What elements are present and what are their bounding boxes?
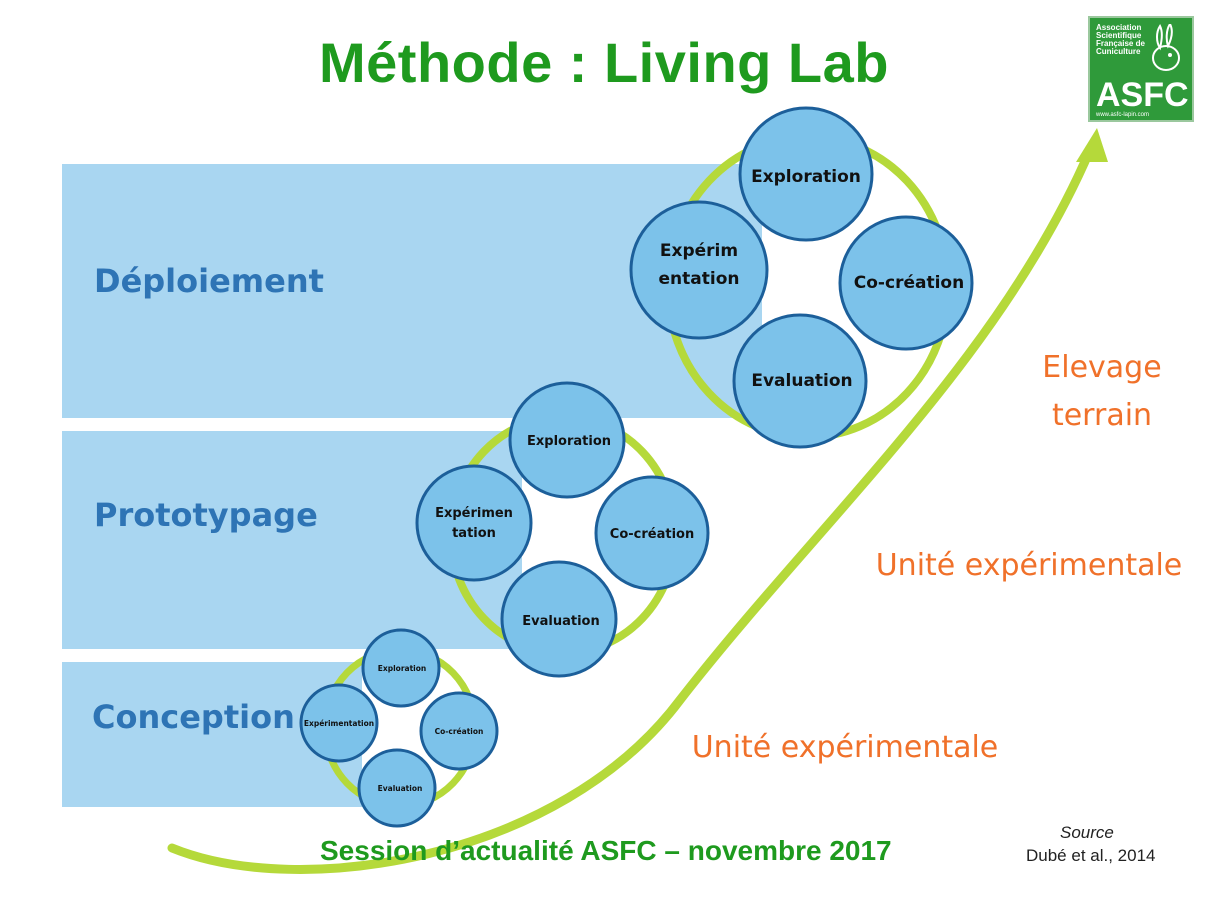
logo-association-name: Association Scientifique Française de Cu…	[1096, 23, 1145, 56]
step-circle-experimentation	[299, 683, 379, 763]
band-label-conception: Conception	[92, 698, 295, 736]
step-label-cocreation: Co-création	[854, 273, 964, 293]
step-circle-exploration	[508, 381, 626, 499]
step-circle-cocreation	[838, 215, 974, 351]
step-label-evaluation: Evaluation	[378, 784, 423, 793]
step-circle-exploration	[361, 628, 441, 708]
logo-acronym: ASFC	[1096, 76, 1189, 114]
step-label-line: tation	[452, 526, 496, 541]
growth-arrow	[167, 145, 1095, 874]
step-label-cocreation: Co-création	[610, 527, 694, 542]
step-label-cocreation: Co-création	[435, 727, 484, 736]
step-circle-evaluation	[357, 748, 437, 828]
step-label-evaluation: Evaluation	[751, 371, 852, 391]
growth-arrow-head	[1076, 128, 1108, 162]
step-label-evaluation: Evaluation	[522, 614, 599, 629]
step-circle-experimentation	[629, 200, 769, 340]
step-label-experimentation: Expérim entation	[659, 241, 740, 289]
label-unite-experimentale-upper: Unité expérimentale	[875, 548, 1183, 583]
step-circle-evaluation	[732, 313, 868, 449]
asfc-logo: Association Scientifique Française de Cu…	[1088, 16, 1194, 122]
step-label-exploration: Exploration	[378, 664, 426, 673]
logo-url: www.asfc-lapin.com	[1096, 112, 1150, 118]
source-reference: Dubé et al., 2014	[1026, 846, 1156, 865]
footer-session: Session d’actualité ASFC – novembre 2017	[320, 835, 892, 866]
step-label-line: entation	[659, 269, 740, 289]
label-unite-experimentale-lower: Unité expérimentale	[691, 730, 999, 765]
step-label-experimentation: Expérimentation	[304, 719, 374, 728]
step-label-line: Expérimen	[435, 506, 513, 521]
band-label-prototypage: Prototypage	[94, 496, 318, 534]
rabbit-icon	[1152, 24, 1180, 71]
cycle-conception: Exploration Expérimentation Co-création …	[299, 628, 499, 828]
step-circle-evaluation	[500, 560, 618, 678]
source-label: Source	[1060, 823, 1114, 842]
step-label-exploration: Exploration	[751, 167, 861, 187]
step-circle-cocreation	[594, 475, 710, 591]
step-circle-cocreation	[419, 691, 499, 771]
step-circle-experimentation	[415, 464, 533, 582]
step-label-exploration: Exploration	[527, 434, 611, 449]
step-label-experimentation: Expérimen tation	[435, 506, 513, 541]
page-title: Méthode : Living Lab	[319, 31, 889, 94]
label-elevage-terrain: Elevage terrain	[1042, 350, 1162, 433]
step-label-line: Expérim	[660, 241, 738, 261]
step-circle-exploration	[738, 106, 874, 242]
band-label-deploiement: Déploiement	[94, 262, 324, 300]
